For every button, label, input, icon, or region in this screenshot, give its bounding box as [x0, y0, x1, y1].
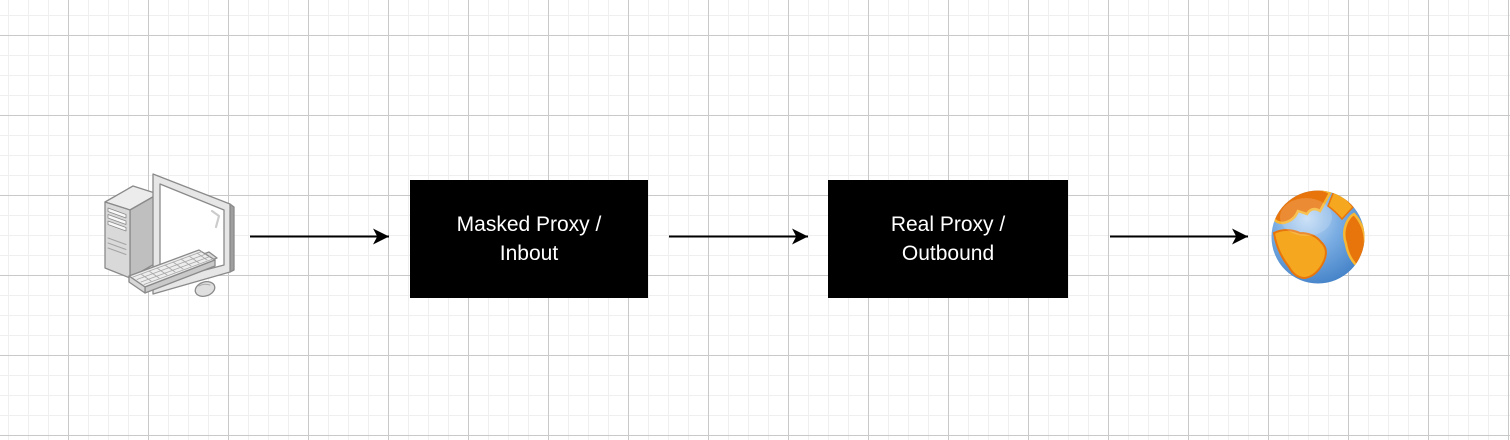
computer-icon — [104, 173, 235, 297]
client-computer-node[interactable] — [103, 170, 237, 300]
continent-southwest — [1272, 229, 1327, 280]
node-label-line2: Inbout — [499, 242, 559, 265]
node-masked-proxy[interactable]: Masked Proxy / Inbout — [410, 180, 648, 298]
node-label-line1: Real Proxy / — [890, 213, 1006, 236]
globe-icon — [1271, 190, 1365, 284]
node-real-proxy[interactable]: Real Proxy / Outbound — [828, 180, 1068, 298]
computer-keyboard — [128, 249, 216, 294]
computer-tower — [104, 185, 159, 279]
globe-highlight — [1280, 198, 1332, 236]
continent-east — [1343, 212, 1365, 268]
computer-mouse — [194, 281, 216, 297]
internet-globe-node[interactable] — [1270, 189, 1366, 285]
node-label-line2: Outbound — [901, 242, 995, 265]
node-label-line1: Masked Proxy / — [456, 213, 602, 236]
